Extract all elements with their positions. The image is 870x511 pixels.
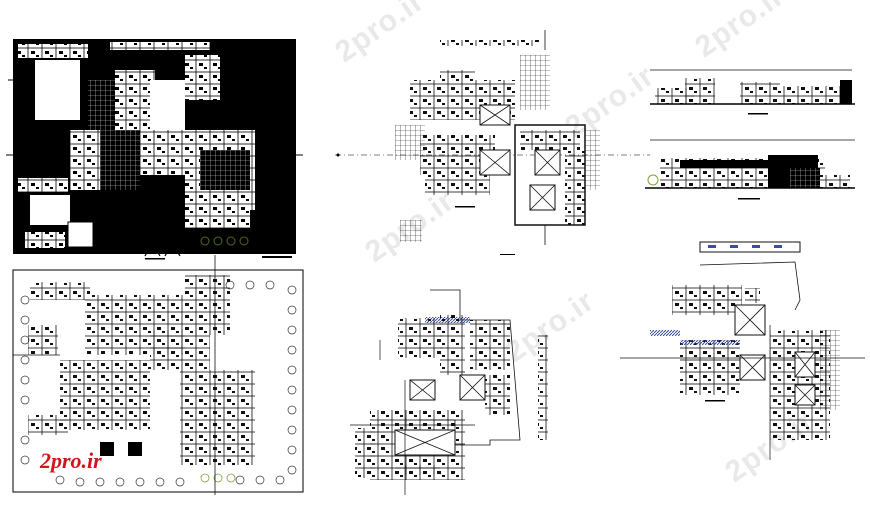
- site-plan-landscape: [12, 255, 304, 495]
- floor-plan-lower: [350, 289, 548, 495]
- site-logo: 2pro.ir: [40, 448, 102, 473]
- floor-plan-upper: [395, 30, 600, 255]
- elevations: [645, 69, 855, 200]
- site-plan-dark: [6, 39, 303, 260]
- floor-plan-right: [620, 241, 865, 460]
